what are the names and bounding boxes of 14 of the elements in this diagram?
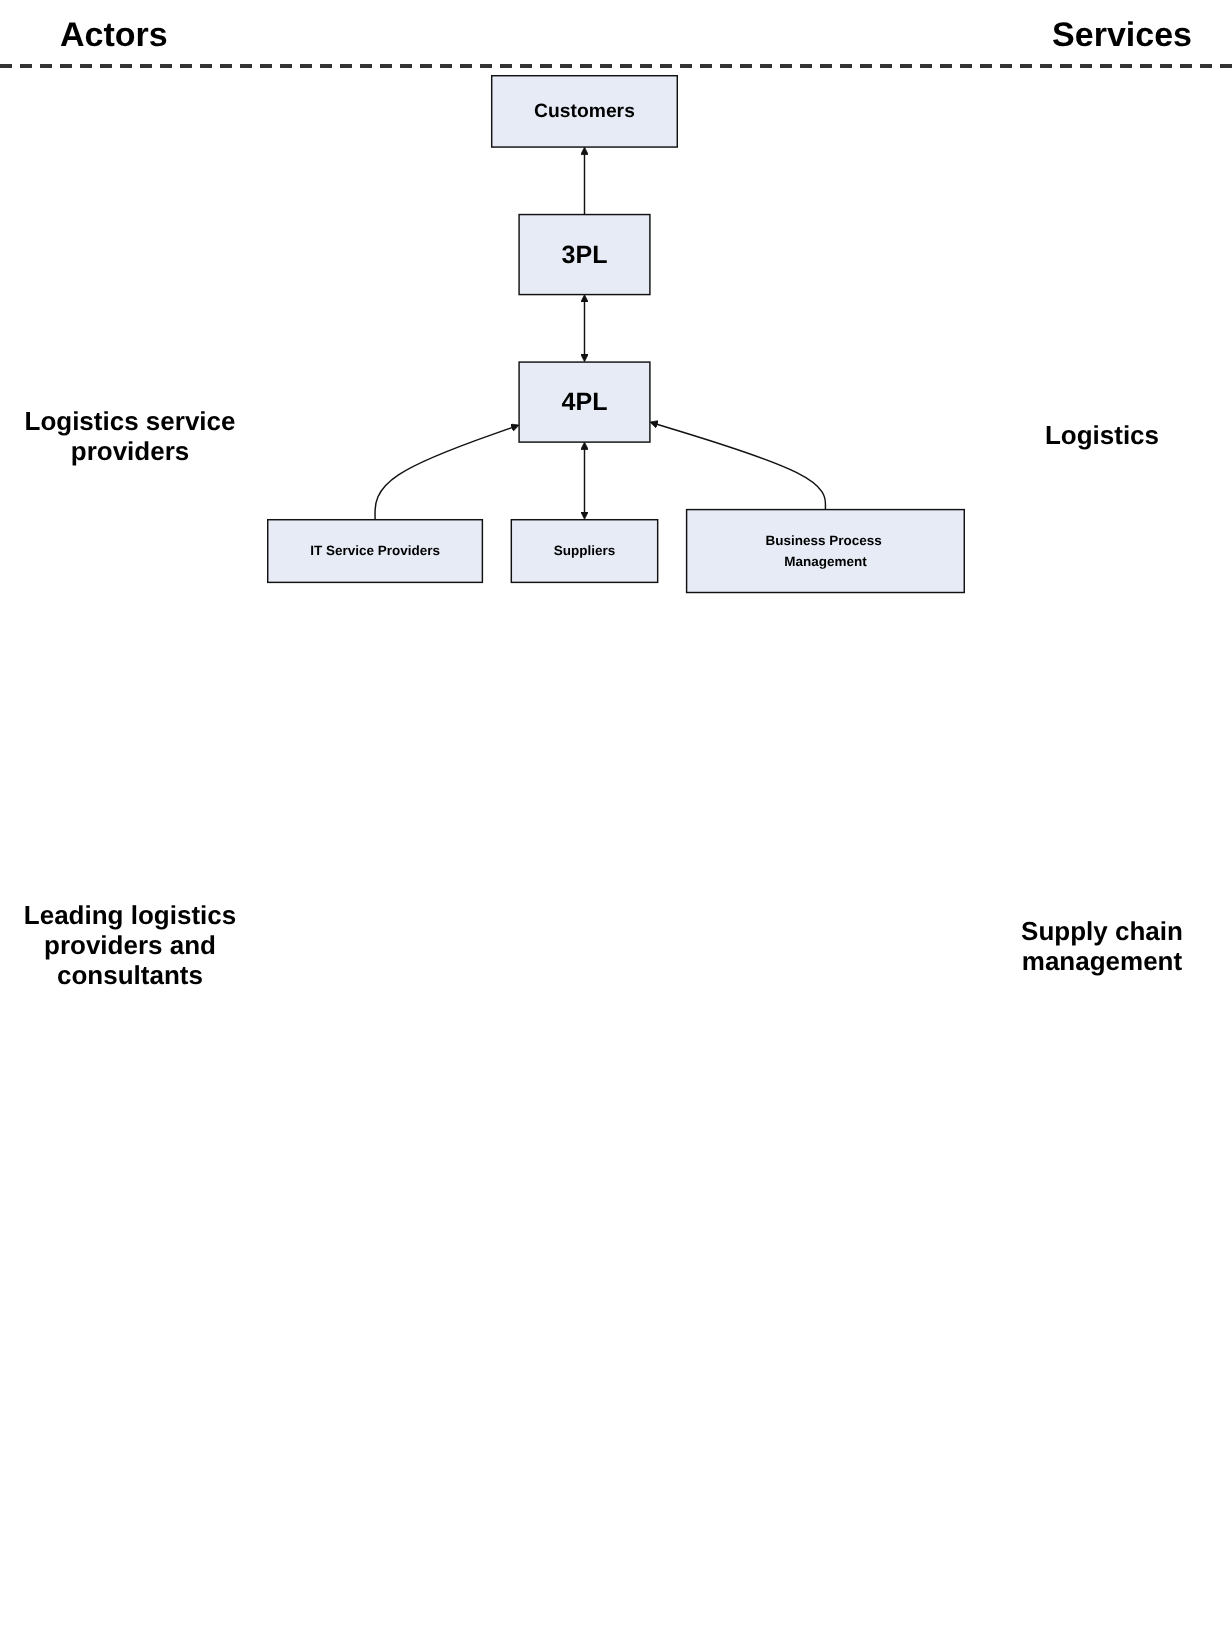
column-header: Actors xyxy=(60,16,168,56)
row-label: Leading logistics providers and consultants xyxy=(21,900,239,991)
node-box: Customers xyxy=(490,75,678,148)
arrow xyxy=(580,441,589,520)
arrow xyxy=(580,146,589,216)
arrow xyxy=(374,423,520,521)
node-box: 4PL xyxy=(518,361,651,443)
row-label: Logistics service providers xyxy=(22,405,238,466)
arrow xyxy=(580,294,589,363)
node-box: 3PL xyxy=(518,213,651,296)
column-header: Services xyxy=(1052,16,1192,56)
row-label: Supply chain management xyxy=(1019,915,1185,976)
row-label: Logistics xyxy=(1042,420,1162,451)
arrow xyxy=(649,420,827,511)
